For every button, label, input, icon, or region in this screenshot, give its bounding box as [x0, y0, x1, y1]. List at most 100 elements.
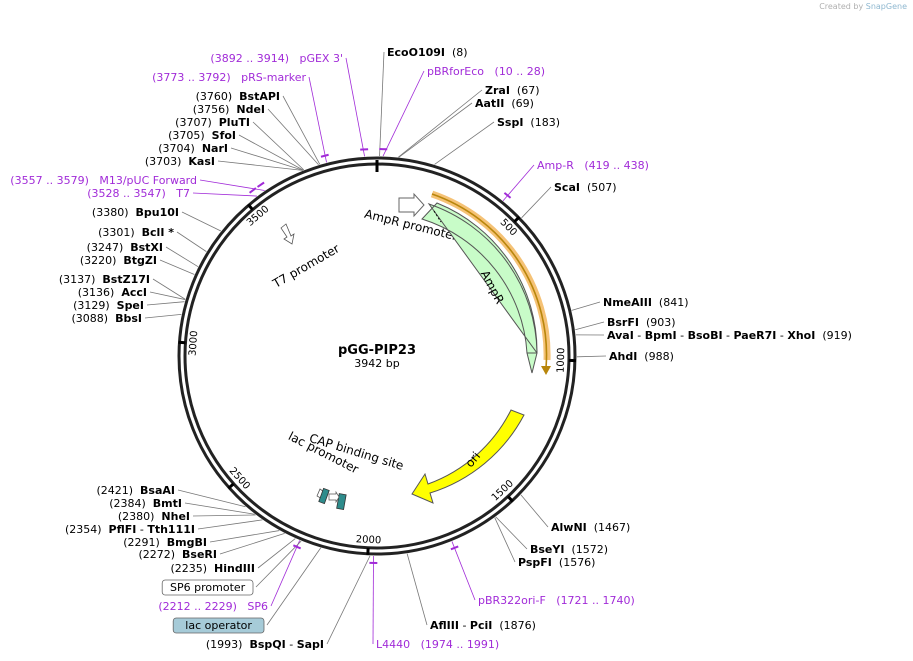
primer-label: (3557 .. 3579) M13/pUC Forward [10, 174, 197, 187]
leader-line [149, 291, 186, 300]
leader-line [159, 259, 195, 275]
credit-prefix: Created by [819, 2, 864, 11]
tick-label: 1000 [556, 347, 568, 373]
label-part: (3136) [78, 286, 122, 299]
label-part: Amp-R [537, 159, 574, 172]
enzyme-label: (3707) PluTI [175, 116, 250, 129]
label-part: PflFI [109, 523, 137, 536]
enzyme-label: (3137) BstZ17I [59, 273, 150, 286]
enzyme-label: (2235) HindIII [170, 562, 255, 575]
leader-line [181, 211, 222, 232]
label-part: lac operator [185, 619, 252, 632]
snapgene-logo: SnapGene [865, 2, 907, 11]
label-part: (3705) [168, 129, 212, 142]
tick-mark [246, 203, 254, 211]
label-part: PspFI [518, 556, 552, 569]
label-part: - [286, 638, 297, 651]
leader-line [255, 540, 302, 588]
label-part: BbsI [115, 312, 142, 325]
label-part: BclI * [142, 226, 175, 239]
leader-line [270, 540, 301, 607]
leader-line [282, 95, 321, 165]
enzyme-label: (2384) BmtI [109, 497, 182, 510]
plasmid-name: pGG-PIP23 [338, 343, 416, 358]
label-part: (3773 .. 3792) [152, 71, 231, 84]
leader-line [575, 321, 605, 331]
enzyme-label: ZraI (67) [485, 84, 540, 97]
enzyme-label: (3301) BclI * [98, 226, 174, 239]
primer-label: L4440 (1974 .. 1991) [376, 638, 499, 651]
tick-mark [513, 215, 521, 223]
leader-line [382, 70, 425, 157]
label-part: SfoI [212, 129, 236, 142]
tick-label: 3000 [188, 330, 201, 356]
feature-box-label: lac operator [185, 619, 252, 632]
primer-label: (3892 .. 3914) pGEX 3' [210, 52, 343, 65]
feature-labels: EcoO109I (8)pBRforEco (10 .. 28)ZraI (67… [10, 46, 852, 651]
label-part: (2235) [170, 562, 214, 575]
label-part: AlwNI [551, 521, 587, 534]
enzyme-label: (3760) BstAPI [196, 90, 280, 103]
enzyme-label: ScaI (507) [554, 181, 617, 194]
enzyme-label: AvaI - BpmI - BsoBI - PaeR7I - XhoI (919… [607, 329, 852, 342]
label-part: (10 .. 28) [484, 65, 545, 78]
label-part: - [723, 329, 734, 342]
label-part: (1721 .. 1740) [546, 594, 635, 607]
enzyme-label: SspI (183) [497, 116, 560, 129]
leader-line [238, 134, 304, 171]
leader-line [451, 541, 476, 601]
label-part: BsoBI [688, 329, 723, 342]
label-part: (903) [639, 316, 676, 329]
plasmid-size: 3942 bp [354, 357, 399, 370]
label-part: (1467) [587, 521, 631, 534]
enzyme-label: (3136) AccI [78, 286, 147, 299]
enzyme-label: (2380) NheI [118, 510, 190, 523]
leader-line [144, 313, 182, 319]
label-part: (3557 .. 3579) [10, 174, 89, 187]
leader-line [197, 519, 263, 530]
primer-site-mark [503, 192, 512, 199]
tick-label: 2000 [356, 534, 382, 546]
label-part: BseYI [530, 543, 564, 556]
label-part: KasI [188, 155, 215, 168]
lac-small-arrow [328, 490, 340, 504]
leader-line [571, 301, 601, 311]
leader-line [398, 102, 473, 158]
label-part: (3220) [80, 254, 124, 267]
enzyme-label: PspFI (1576) [518, 556, 595, 569]
label-part: AhdI [609, 350, 637, 363]
label-part: AflIII [430, 619, 459, 632]
leader-line [398, 89, 483, 158]
leader-line [165, 246, 199, 268]
label-part: (1876) [492, 619, 536, 632]
leader-line [326, 555, 371, 645]
label-part: BseRI [182, 548, 217, 561]
label-part: T7 [166, 187, 190, 200]
label-part: (2421) [96, 484, 140, 497]
ampr-cds-arrow [421, 202, 538, 374]
leader-line [406, 553, 428, 626]
enzyme-label: (2272) BseRI [138, 548, 217, 561]
label-part: - [677, 329, 688, 342]
label-part: (2272) [138, 548, 182, 561]
label-part: (2354) [65, 523, 109, 536]
leader-line [520, 494, 549, 528]
enzyme-label: (3705) SfoI [168, 129, 236, 142]
enzyme-label: AflIII - PciI (1876) [430, 619, 536, 632]
t7-promoter-label: T7 promoter [269, 241, 341, 291]
label-part: (1572) [564, 543, 608, 556]
label-part: (3892 .. 3914) [210, 52, 289, 65]
label-part: NdeI [236, 103, 265, 116]
feature-box [172, 617, 265, 634]
enzyme-label: (2421) BsaAI [96, 484, 175, 497]
label-part: (3704) [158, 142, 202, 155]
leader-line [176, 231, 207, 252]
primer-site-mark [256, 181, 265, 188]
label-part: EcoO109I [387, 46, 445, 59]
label-part: BstXI [130, 241, 163, 254]
ampr-promoter-arrow [398, 192, 425, 218]
enzyme-label: (2291) BmgBI [123, 536, 207, 549]
leader-line [177, 489, 246, 508]
label-part: - [136, 523, 147, 536]
primer-site-markers [248, 148, 512, 564]
